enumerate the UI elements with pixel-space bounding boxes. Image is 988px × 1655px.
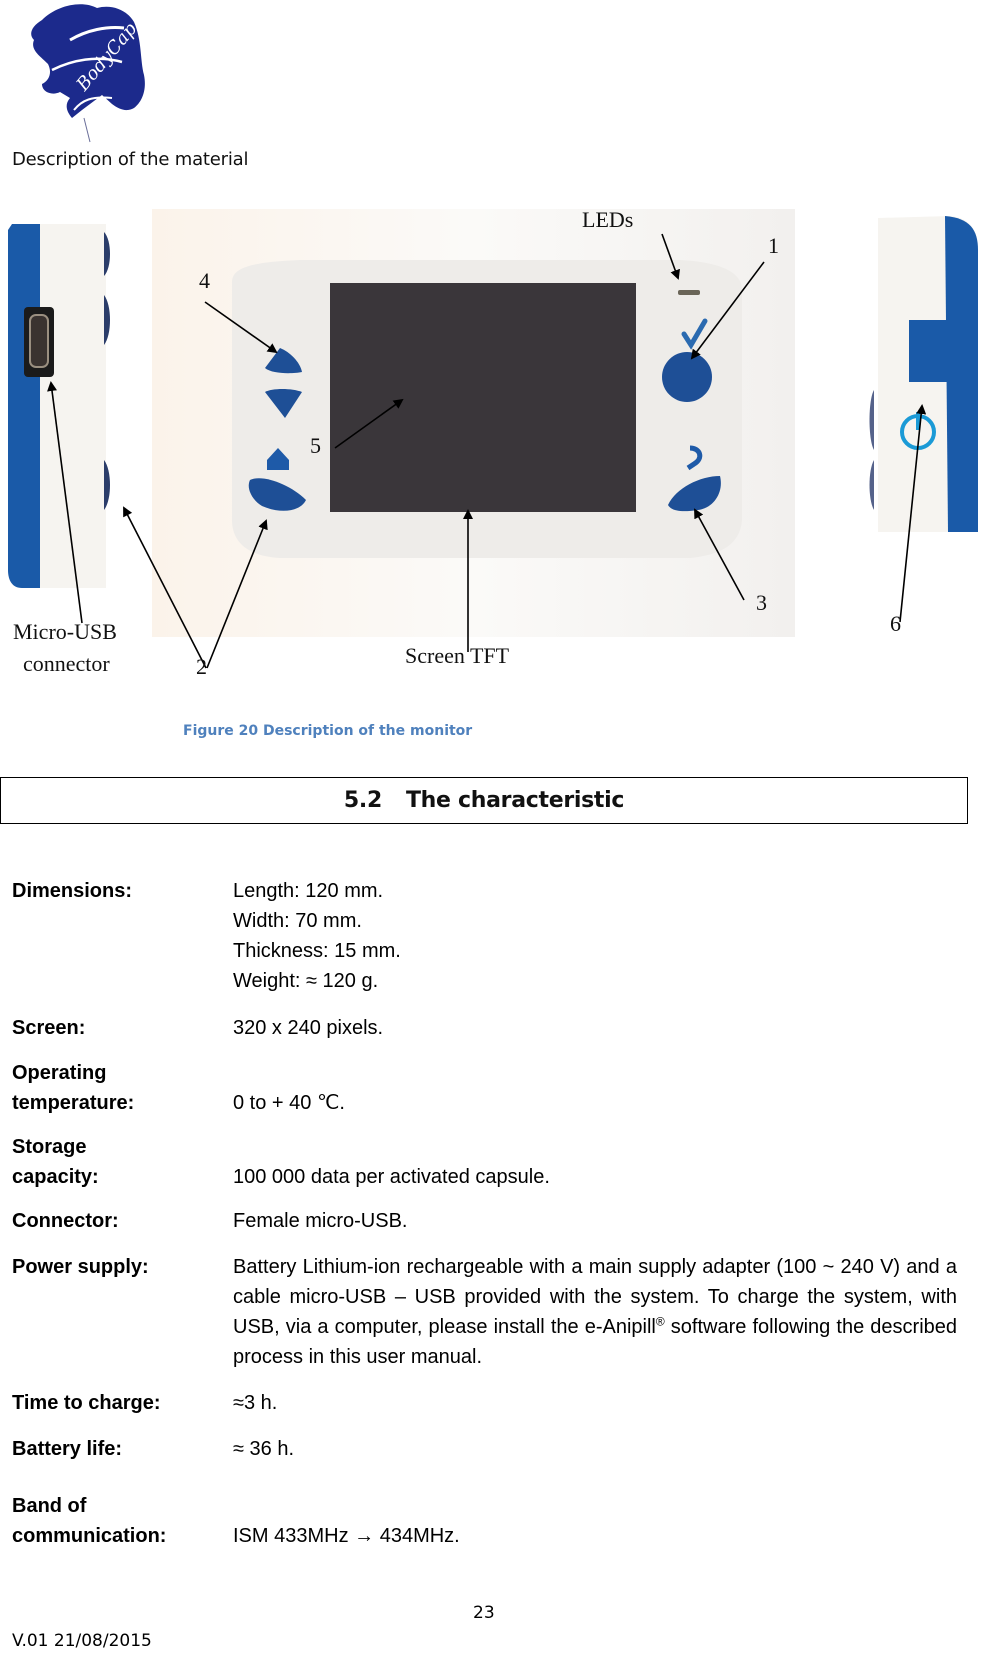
right-side-view: [869, 216, 978, 532]
spec-dim-length: Length: 120 mm.: [233, 880, 384, 902]
power-supply-text-end: software following the described process…: [233, 1316, 958, 1368]
label-micro-usb: Micro-USB: [13, 619, 117, 644]
spec-label-line: communication:: [12, 1525, 167, 1547]
document-version: V.01 21/08/2015: [12, 1631, 152, 1651]
spec-label-dimensions: Dimensions:: [12, 880, 133, 902]
spec-label-screen: Screen:: [12, 1017, 86, 1039]
front-view: [152, 209, 795, 637]
spec-label-battery-life: Battery life:: [12, 1438, 123, 1460]
label-1: 1: [768, 233, 779, 258]
spec-value-battery-life: ≈ 36 h.: [233, 1438, 295, 1460]
spec-value-operating-temperature: 0 to + 40 ℃.: [233, 1092, 345, 1114]
spec-value-band-of-communication: ISM 433MHz → 434MHz.: [233, 1525, 460, 1547]
bodycap-logo: BodyCap: [12, 0, 152, 145]
spec-label-line: Storage: [12, 1136, 87, 1158]
label-3: 3: [756, 590, 767, 615]
spec-label-band-of-communication: Band of communication:: [12, 1491, 222, 1551]
spec-label-line: capacity:: [12, 1166, 99, 1188]
left-side-view: [6, 222, 116, 590]
label-4: 4: [199, 268, 210, 293]
spec-dim-thickness: Thickness: 15 mm.: [233, 940, 401, 962]
spec-label-time-to-charge: Time to charge:: [12, 1392, 161, 1414]
label-6: 6: [890, 611, 901, 636]
spec-label-power-supply: Power supply:: [12, 1256, 149, 1278]
section-header: 5.2 The characteristic: [0, 777, 968, 824]
spec-label-line: Band of: [12, 1495, 87, 1517]
section-title-text: The characteristic: [405, 788, 625, 813]
section-subtitle: Description of the material: [12, 149, 249, 170]
spec-label-connector: Connector:: [12, 1210, 119, 1232]
power-supply-text: Battery Lithium-ion rechargeable with a …: [233, 1256, 957, 1338]
label-5: 5: [310, 433, 321, 458]
monitor-figure: LEDs 1 4 5 3 6 Micro-USB connector 2 Scr…: [0, 195, 988, 705]
label-connector: connector: [23, 651, 110, 676]
spec-dim-width: Width: 70 mm.: [233, 910, 362, 932]
spec-label-storage-capacity: Storage capacity:: [12, 1132, 222, 1192]
spec-value-dimensions: Length: 120 mm. Width: 70 mm. Thickness:…: [233, 876, 957, 996]
spec-value-power-supply: Battery Lithium-ion rechargeable with a …: [233, 1252, 957, 1372]
label-2: 2: [196, 654, 207, 679]
spec-value-storage-capacity: 100 000 data per activated capsule.: [233, 1166, 550, 1188]
spec-value-time-to-charge: ≈3 h.: [233, 1392, 278, 1414]
spec-dim-weight: Weight: ≈ 120 g.: [233, 970, 379, 992]
spec-label-line: temperature:: [12, 1092, 135, 1114]
label-leds: LEDs: [582, 207, 634, 232]
page-number: 23: [473, 1603, 495, 1623]
registered-mark: ®: [655, 1314, 665, 1329]
spec-label-line: Operating: [12, 1062, 107, 1084]
label-screen-tft: Screen TFT: [405, 643, 510, 668]
spec-value-screen: 320 x 240 pixels.: [233, 1017, 384, 1039]
section-title: 5.2 The characteristic: [343, 788, 625, 813]
section-number: 5.2: [343, 788, 382, 813]
figure-caption: Figure 20 Description of the monitor: [183, 723, 473, 739]
spec-label-operating-temperature: Operating temperature:: [12, 1058, 222, 1118]
spec-value-connector: Female micro-USB.: [233, 1210, 408, 1232]
